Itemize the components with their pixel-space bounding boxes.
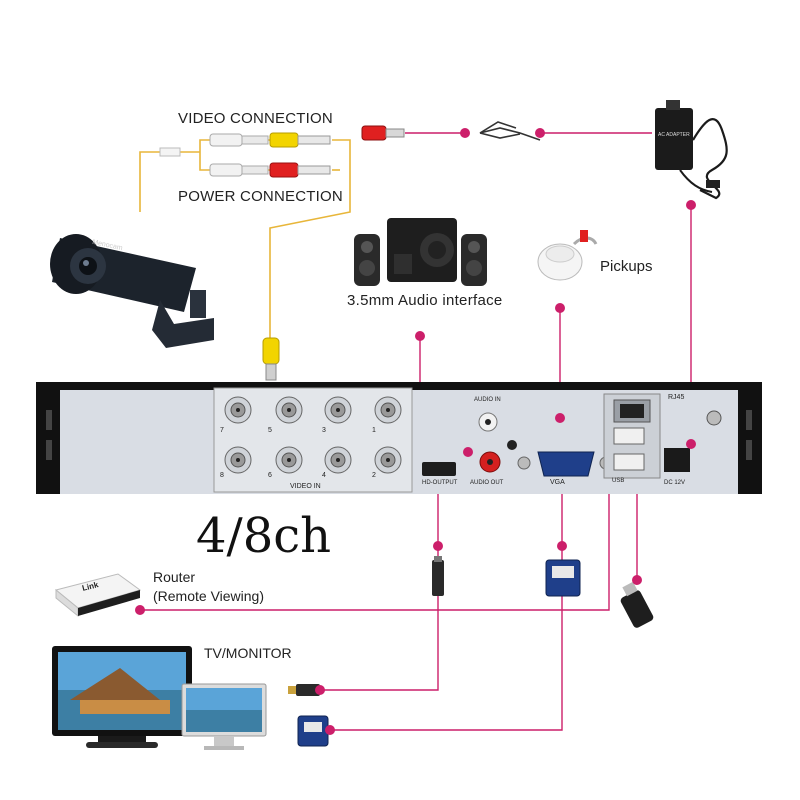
router-label: Router <box>153 569 196 585</box>
usb-mouse-dongle <box>620 581 654 628</box>
power-adapter <box>655 100 728 200</box>
pickup-microphone <box>537 230 598 281</box>
monitor-hdmi-plug <box>288 684 320 696</box>
vga-plug <box>545 559 581 597</box>
panel-screw <box>507 440 517 450</box>
channel-label-5: 5 <box>268 427 272 434</box>
tv-monitor-label: TV/MONITOR <box>204 645 292 661</box>
hd-output-label: HD-OUTPUT <box>422 480 458 486</box>
channel-label-7: 7 <box>220 427 224 434</box>
channel-label-6: 6 <box>268 472 272 479</box>
audio-out-jack <box>479 451 501 473</box>
power-splitter <box>361 121 541 141</box>
tv-monitor <box>52 646 192 748</box>
channel-label-3: 3 <box>322 427 326 434</box>
channel-count-label: 4/8ch <box>196 508 332 564</box>
audio-interface-label: 3.5mm Audio interface <box>347 292 503 309</box>
dc-power-jack <box>664 448 690 472</box>
channel-label-4: 4 <box>322 472 326 479</box>
network-usb-ports <box>603 393 661 479</box>
pickups-label: Pickups <box>600 258 653 275</box>
connection-dots <box>135 128 696 735</box>
channel-label-2: 2 <box>372 472 376 479</box>
video-power-connectors <box>159 132 331 178</box>
router <box>54 573 142 618</box>
hdmi-port <box>422 462 456 476</box>
bnc-connectors <box>224 396 402 474</box>
dvr-rear-panel <box>36 337 762 494</box>
adapter-text: AC ADAPTER <box>658 132 690 138</box>
video-connection-label: VIDEO CONNECTION <box>178 110 333 127</box>
dc12v-label: DC 12V <box>664 480 686 486</box>
usb-label: USB <box>612 478 625 484</box>
rj45-label: RJ45 <box>668 394 685 401</box>
vga-label: VGA <box>550 479 565 486</box>
small-monitor <box>181 683 267 750</box>
ground-screw <box>706 410 722 426</box>
audio-out-label: AUDIO OUT <box>470 480 504 486</box>
channel-label-8: 8 <box>220 472 224 479</box>
security-camera <box>50 234 214 348</box>
hdmi-plug <box>432 556 444 596</box>
audio-in-jack <box>478 412 498 432</box>
camera-bnc-plug <box>262 337 280 381</box>
router-sublabel: (Remote Viewing) <box>153 588 265 604</box>
video-in-label: VIDEO IN <box>290 483 321 490</box>
speakers <box>354 218 487 286</box>
channel-label-1: 1 <box>372 427 376 434</box>
power-connection-label: POWER CONNECTION <box>178 188 343 205</box>
monitor-vga-plug <box>297 715 329 747</box>
audio-in-label: AUDIO IN <box>474 397 501 403</box>
